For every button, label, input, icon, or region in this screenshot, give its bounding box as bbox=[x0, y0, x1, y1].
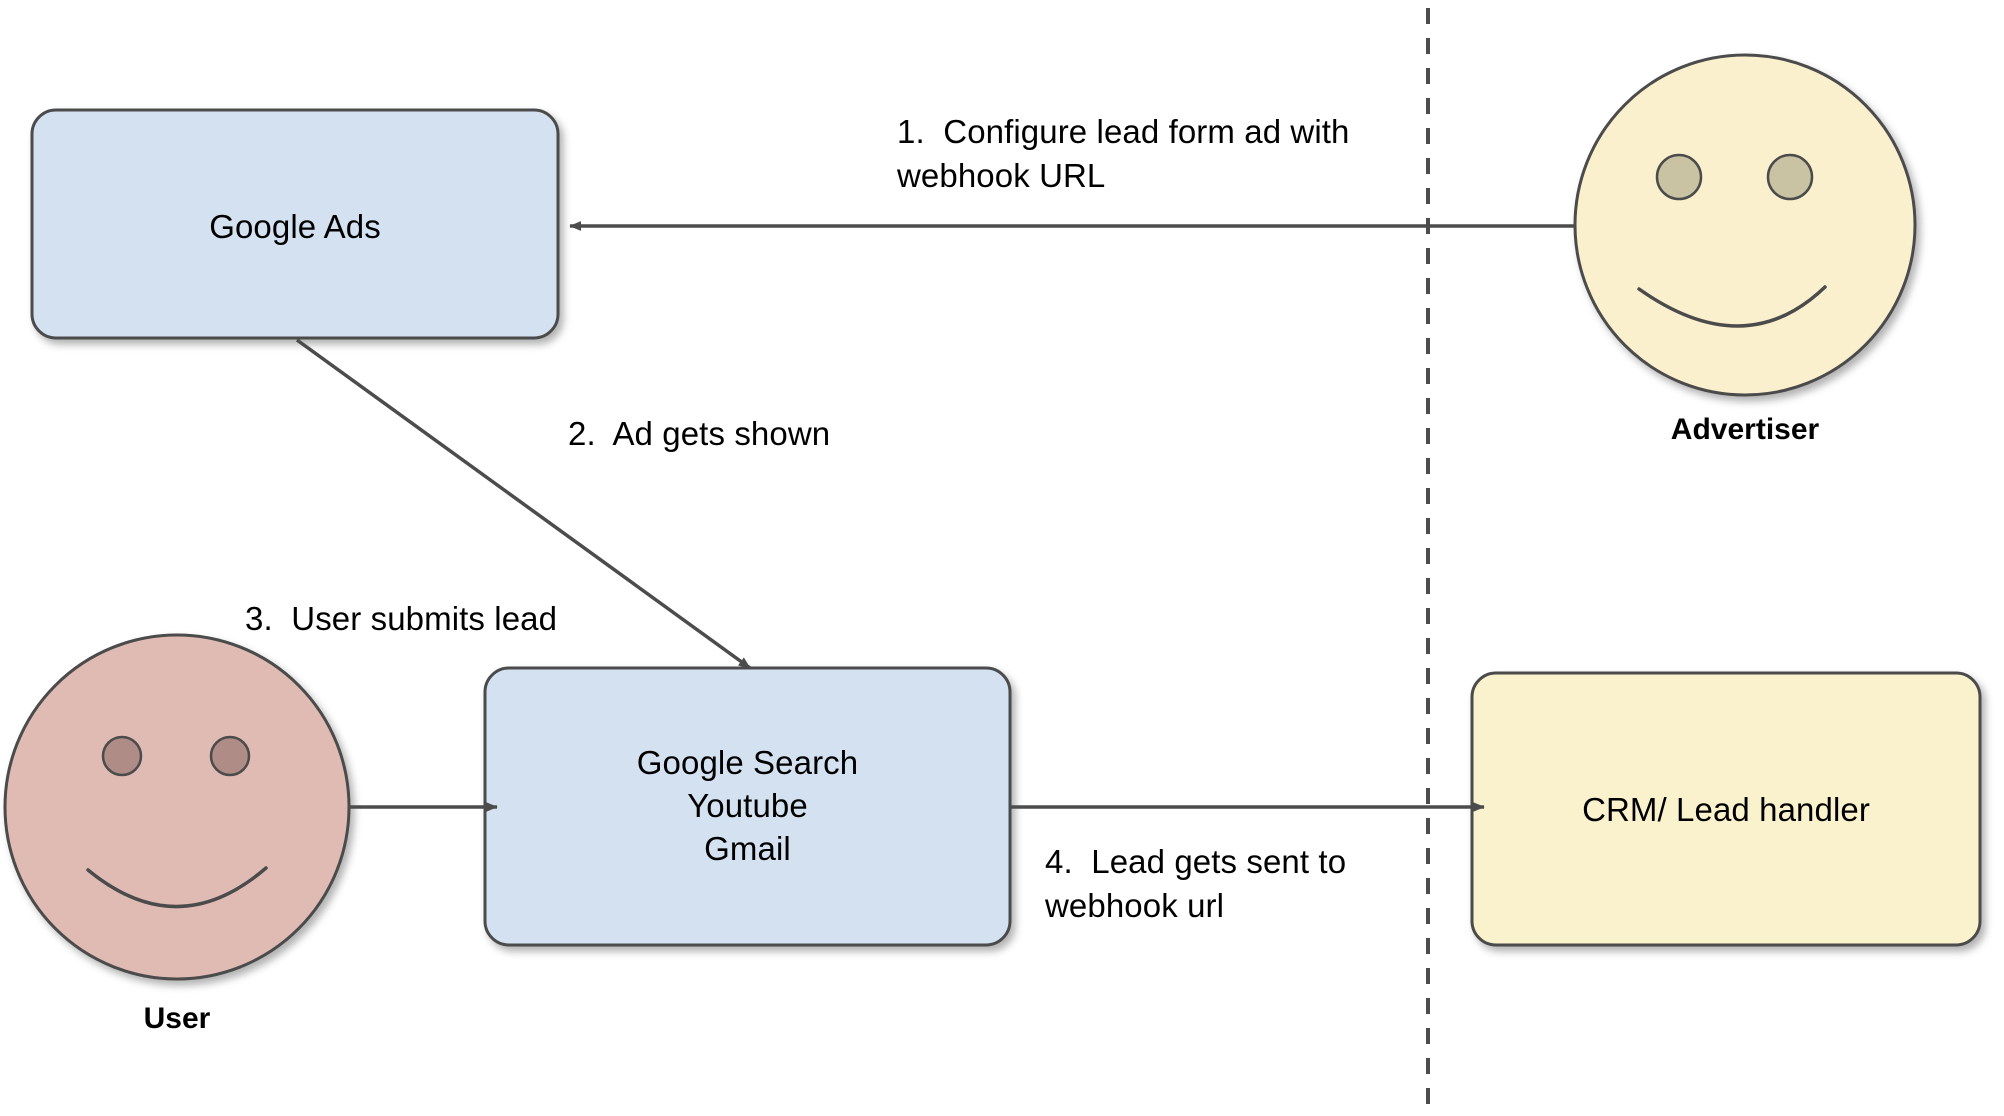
node-advertiser-face[interactable] bbox=[1573, 53, 1917, 397]
node-google-properties-shape[interactable] bbox=[483, 666, 1012, 947]
user-left-eye-icon bbox=[101, 735, 143, 777]
advertiser-right-eye-icon bbox=[1766, 153, 1814, 201]
advertiser-face-circle bbox=[1573, 53, 1917, 397]
edge-step-3-label: 3. User submits lead bbox=[245, 600, 558, 637]
node-user-face[interactable] bbox=[3, 633, 351, 981]
node-google-ads-shape[interactable] bbox=[30, 108, 560, 340]
user-right-eye-icon bbox=[209, 735, 251, 777]
user-face-circle bbox=[3, 633, 351, 981]
node-crm-shape[interactable] bbox=[1470, 671, 1982, 947]
user-smile-icon bbox=[86, 866, 268, 909]
edge-step-2-line bbox=[295, 338, 752, 670]
edge-step-1-label: 1. Configure lead form ad with webhook U… bbox=[897, 113, 1350, 194]
advertiser-smile-icon bbox=[1637, 285, 1827, 328]
edge-step-2-label: 2. Ad gets shown bbox=[568, 415, 831, 452]
advertiser-left-eye-icon bbox=[1655, 153, 1703, 201]
edge-step-4-label: 4. Lead gets sent to webhook url bbox=[1045, 843, 1347, 924]
